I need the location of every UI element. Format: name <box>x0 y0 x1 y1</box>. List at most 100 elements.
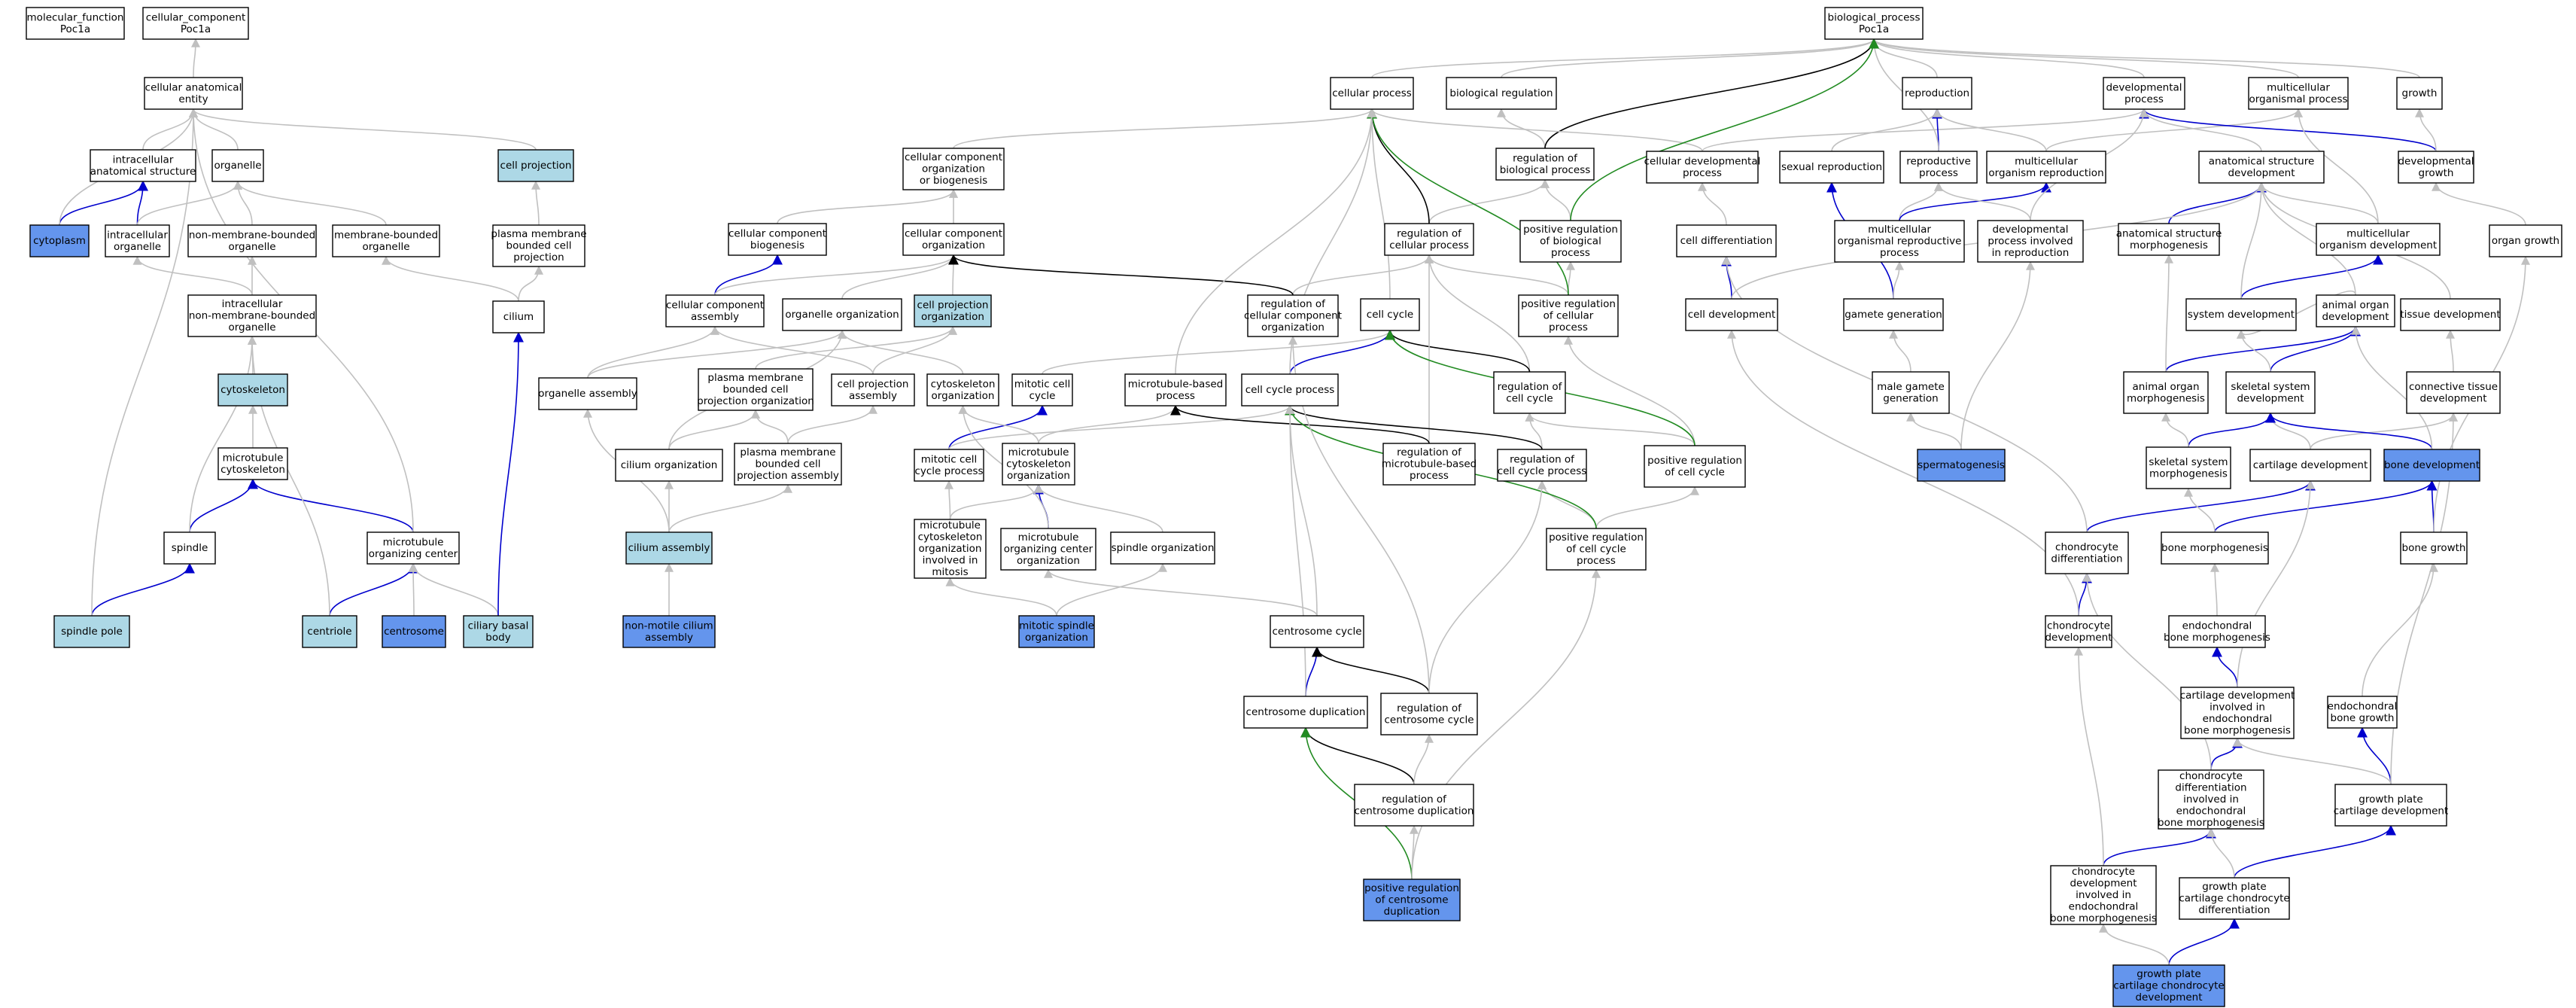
go-term-node-growth[interactable]: growth <box>2396 77 2443 110</box>
go-term-node-repro[interactable]: reproduction <box>1902 77 1972 110</box>
go-term-node-celldev[interactable]: cell development <box>1685 298 1778 331</box>
go-term-node-spole[interactable]: spindle pole <box>53 615 130 648</box>
go-term-node-bonedev[interactable]: bone development <box>2383 449 2480 482</box>
go-term-node-orgass[interactable]: organelle assembly <box>538 377 637 410</box>
go-term-node-ccp[interactable]: cell cycle process <box>1241 373 1339 407</box>
go-term-node-sysdev[interactable]: system development <box>2185 298 2297 331</box>
go-term-node-orgorg[interactable]: organelle organization <box>782 298 902 331</box>
go-term-node-cilium[interactable]: cilium <box>492 300 545 333</box>
go-term-node-spindleorg[interactable]: spindle organization <box>1110 531 1215 565</box>
go-term-node-centdup[interactable]: centrosome duplication <box>1243 696 1368 729</box>
go-term-node-centriole[interactable]: centriole <box>302 615 357 648</box>
go-term-node-sperm[interactable]: spermatogenesis <box>1917 449 2006 482</box>
go-term-node-cartdev[interactable]: cartilage development <box>2249 449 2371 482</box>
go-term-node-gamgen[interactable]: gamete generation <box>1843 298 1944 331</box>
go-term-node-organgrowth[interactable]: organ growth <box>2489 224 2562 257</box>
go-term-node-tissdev[interactable]: tissue development <box>2400 298 2501 331</box>
go-term-node-cytosk[interactable]: cytoskeleton <box>217 373 288 407</box>
go-term-node-cproj[interactable]: cell projection <box>497 149 574 182</box>
go-term-node-spindle[interactable]: spindle <box>163 531 216 565</box>
go-term-node-bioreg[interactable]: biological regulation <box>1446 77 1557 110</box>
go-term-node-org[interactable]: organelle <box>211 149 264 182</box>
go-term-node-bonegrowth[interactable]: bone growth <box>2400 531 2468 565</box>
go-term-node-centcycle[interactable]: centrosome cycle <box>1270 615 1364 648</box>
go-term-node-cellcycle[interactable]: cell cycle <box>1360 298 1420 331</box>
go-term-node-sexrep[interactable]: sexual reproduction <box>1779 151 1884 184</box>
go-term-node-centrosome[interactable]: centrosome <box>382 615 446 648</box>
go-term-node-bonemorph[interactable]: bone morphogenesis <box>2161 531 2269 565</box>
go-term-node-mtcoim[interactable]: microtubulecytoskeletonorganizationinvol… <box>914 519 987 579</box>
go-term-node-cellproc[interactable]: cellular process <box>1330 77 1414 110</box>
go-term-node-cyto[interactable]: cytoplasm <box>29 224 90 257</box>
go-term-node-ciliumorg[interactable]: cilium organization <box>615 449 723 482</box>
go-term-node-celldiff[interactable]: cell differentiation <box>1676 224 1777 257</box>
go-term-node-inmbo[interactable]: intracellularnon-membrane-boundedorganel… <box>187 294 317 337</box>
